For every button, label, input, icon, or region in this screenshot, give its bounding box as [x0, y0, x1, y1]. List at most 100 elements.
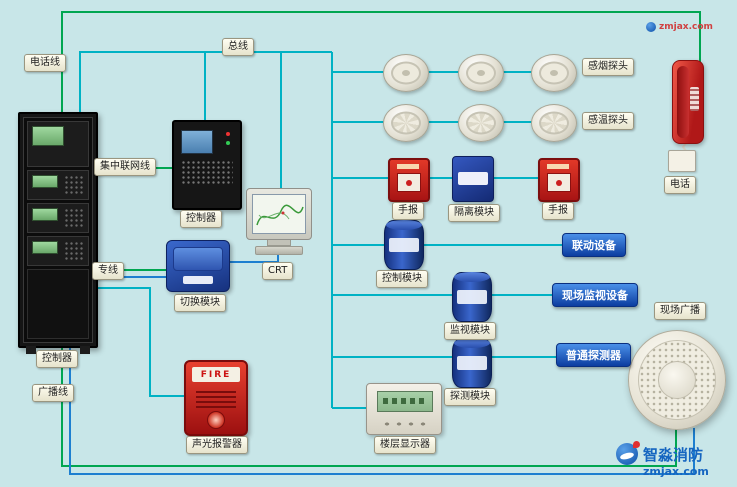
panel-screen	[181, 130, 213, 154]
sound-light-alarm: FIRE	[184, 360, 248, 436]
corner-site-mark: zmjax.com	[646, 22, 713, 32]
detect-module-label: 探测模块	[444, 388, 496, 406]
manual-glass	[397, 173, 421, 192]
switch-module-label: 切换模块	[174, 294, 226, 312]
crt-body	[246, 188, 312, 240]
crt-neck	[267, 240, 291, 246]
detect-module	[452, 338, 492, 388]
smoke-detector	[531, 54, 577, 92]
cabinet-unit	[27, 203, 89, 233]
broadcast-speaker	[628, 330, 726, 430]
cabinet-screen	[32, 241, 58, 254]
switch-module	[166, 240, 230, 292]
teal-wires	[79, 51, 564, 409]
control-module	[384, 220, 424, 270]
temp-detector	[383, 104, 429, 142]
cabinet-screen	[32, 175, 58, 188]
manual-call-point	[538, 158, 580, 202]
manual-button	[556, 179, 562, 186]
fire-telephone	[672, 60, 704, 144]
cabinet-keypad	[64, 208, 85, 228]
cabinet-unit	[27, 236, 89, 266]
phone-line-label: 电话线	[24, 54, 66, 72]
cabinet-foot	[26, 346, 36, 354]
broadcast-line-wire-blue	[69, 344, 695, 475]
broadcast-line-wire-green	[61, 344, 677, 467]
floor-display-label: 楼层显示器	[374, 436, 436, 454]
alarm-grille	[196, 388, 236, 408]
crt-map-graphic	[256, 204, 304, 226]
alarm-label-plate: FIRE	[192, 367, 240, 382]
crt-screen	[252, 194, 306, 234]
crt-label: CRT	[262, 262, 294, 280]
manual-strip	[547, 164, 569, 169]
field-monitor-equipment-tag: 现场监视设备	[552, 283, 638, 307]
bus-label: 总线	[222, 38, 254, 56]
cabinet-unit	[27, 170, 89, 200]
speaker-dome	[658, 361, 696, 399]
broadcast-line-label: 广播线	[32, 384, 74, 402]
ordinary-detector-tag: 普通探测器	[556, 343, 631, 367]
cabinet-foot	[80, 346, 90, 354]
brand-logo-icon	[616, 441, 640, 465]
watermark: 智淼消防 zmjax.com	[616, 441, 709, 478]
phone-label: 电话	[664, 176, 696, 194]
cabinet-main-unit	[27, 121, 89, 167]
linkage-equipment-tag: 联动设备	[562, 233, 626, 257]
phone-junction-box	[668, 150, 696, 172]
panel-label: 控制器	[180, 210, 222, 228]
panel-led-green	[226, 141, 230, 145]
brand-site: zmjax.com	[643, 465, 709, 478]
floor-display	[366, 383, 442, 435]
manual-call-point	[388, 158, 430, 202]
cabinet-door	[27, 269, 89, 339]
alarm-wire	[92, 287, 184, 397]
crt-monitor	[246, 188, 312, 255]
wall-controller-panel	[172, 120, 242, 210]
isolation-module-label: 隔离模块	[448, 204, 500, 222]
cabinet-screen	[32, 126, 64, 146]
fire-text: FIRE	[200, 369, 232, 380]
brand-name: 智淼消防	[643, 445, 704, 464]
site-logo-icon	[646, 22, 656, 32]
phone-handset	[677, 66, 689, 138]
switch-module-label-strip	[183, 276, 213, 284]
module-label-band	[457, 356, 487, 370]
manual-glass	[547, 173, 571, 192]
detector-center	[477, 70, 485, 76]
network-line-label: 集中联网线	[94, 158, 156, 176]
cabinet-keypad	[64, 241, 85, 261]
detector-fan	[391, 111, 421, 135]
isolation-module-label-band	[458, 172, 488, 185]
module-label-band	[457, 290, 487, 304]
manual-button	[406, 179, 412, 186]
monitor-module	[452, 272, 492, 322]
panel-led-red	[226, 132, 230, 136]
module-crt-wire	[228, 255, 279, 263]
manual-right-label: 手报	[542, 202, 574, 220]
dedicated-line-label: 专线	[92, 262, 124, 280]
smoke-detector-label: 感烟探头	[582, 58, 634, 76]
manual-strip	[397, 164, 419, 169]
floor-display-screen	[377, 391, 433, 412]
temp-detector-label: 感温探头	[582, 112, 634, 130]
corner-site-text: zmjax.com	[659, 22, 713, 32]
smoke-detector	[458, 54, 504, 92]
temp-detector	[458, 104, 504, 142]
detector-center	[402, 70, 410, 76]
smoke-detector	[383, 54, 429, 92]
control-module-label: 控制模块	[376, 270, 428, 288]
phone-keypad	[690, 87, 699, 111]
monitor-module-label: 监视模块	[444, 322, 496, 340]
alarm-horn	[207, 411, 225, 429]
isolation-module	[452, 156, 494, 202]
crt-base	[255, 246, 303, 255]
cabinet-keypad	[64, 175, 85, 195]
detector-fan	[466, 111, 496, 135]
control-cabinet	[18, 112, 98, 354]
cabinet-label: 控制器	[36, 350, 78, 368]
cabinet-frame	[23, 117, 93, 343]
sound-light-alarm-label: 声光报警器	[186, 436, 248, 454]
